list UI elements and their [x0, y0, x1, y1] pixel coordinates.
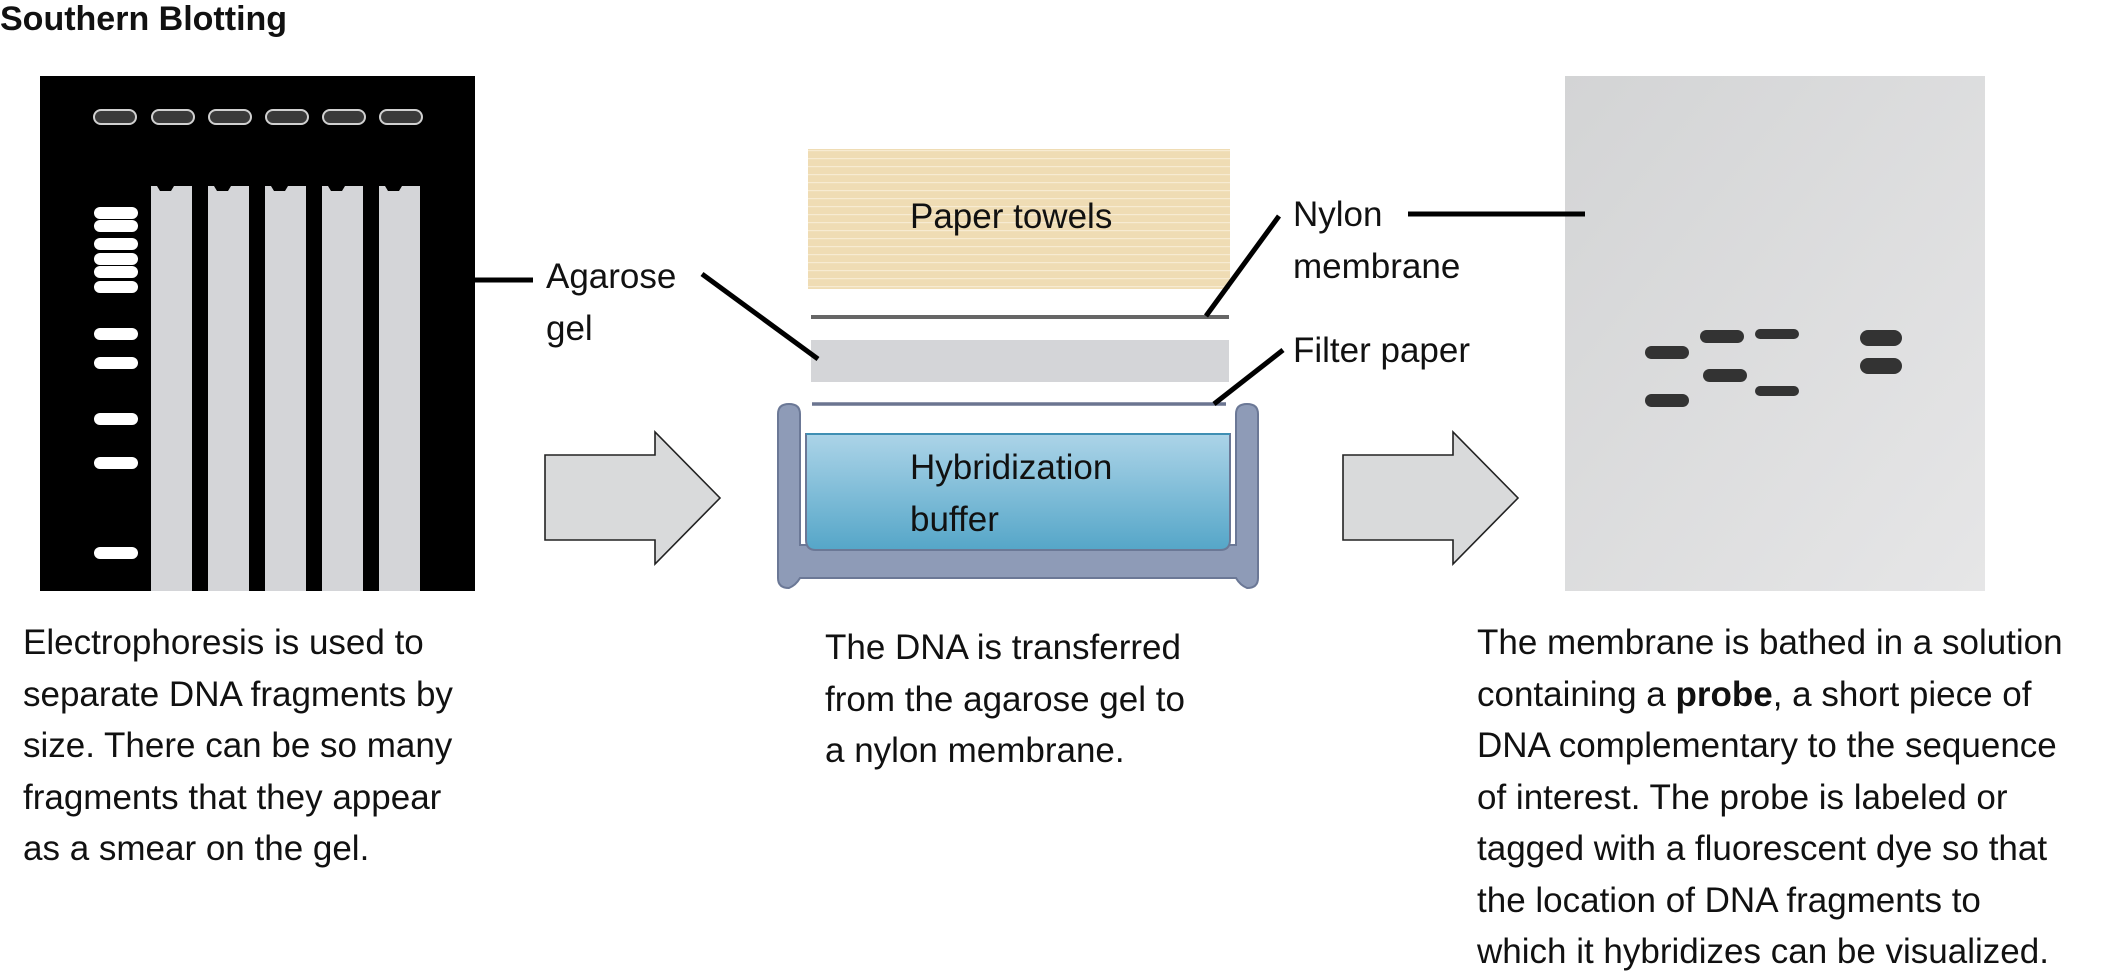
figure-title: Southern Blotting	[0, 0, 288, 38]
gel-well	[322, 109, 366, 125]
hybridization-buffer	[805, 433, 1231, 551]
buffer-tray	[777, 402, 1259, 590]
description-line: containing a probe, a short piece of	[1477, 669, 2063, 721]
description-line: separate DNA fragments by	[23, 674, 453, 714]
probe-band	[1755, 329, 1799, 339]
probe-term: probe	[1675, 674, 1773, 714]
description-line: a nylon membrane.	[825, 731, 1125, 770]
ladder-band	[94, 207, 138, 219]
arrow-right-icon	[1342, 430, 1520, 566]
probe-band	[1645, 394, 1689, 407]
probe-band	[1755, 386, 1799, 396]
hybridization-buffer-label: Hybridization buffer	[910, 442, 1112, 545]
description-line: Electrophoresis is used to	[23, 623, 424, 662]
gel-well	[208, 109, 252, 125]
gel-well	[379, 109, 423, 125]
gel-lane	[151, 186, 192, 591]
description-line: The membrane is bathed in a solution	[1477, 623, 2063, 662]
ladder-band	[94, 357, 138, 369]
ladder-band	[94, 547, 138, 559]
nylon-membrane-leader	[1203, 214, 1282, 318]
ladder-band	[94, 328, 138, 340]
probe-band	[1703, 369, 1747, 382]
nylon-membrane-label: Nylon membrane	[1293, 189, 1460, 292]
nylon-membrane-result	[1565, 76, 1985, 591]
hybridization-buffer-label-line: buffer	[910, 499, 999, 539]
gel-well	[265, 109, 309, 125]
gel-lane	[322, 186, 363, 591]
probe-band	[1645, 346, 1689, 359]
description-line: The DNA is transferred	[825, 628, 1181, 667]
agarose-gel-leader-right	[700, 271, 820, 362]
ladder-band	[94, 220, 138, 232]
gel-lanes	[151, 186, 420, 591]
filter-paper-label: Filter paper	[1293, 331, 1471, 370]
ladder-band	[94, 413, 138, 425]
gel-wells	[93, 109, 423, 125]
description-text: containing a	[1477, 674, 1676, 714]
gel-well	[151, 109, 195, 125]
arrow-right-icon	[544, 430, 722, 566]
gel-lane	[208, 186, 249, 591]
nylon-membrane-label-line: membrane	[1293, 246, 1461, 286]
paper-towels-label: Paper towels	[910, 197, 1113, 236]
nylon-membrane-label-line: Nylon	[1293, 195, 1383, 234]
probe-band	[1700, 330, 1744, 343]
probe-band	[1860, 358, 1902, 374]
transfer-apparatus	[777, 149, 1259, 590]
hybridization-buffer-label-line: Hybridization	[910, 448, 1113, 487]
agarose-gel-label-line: gel	[546, 308, 593, 348]
gel-well	[93, 109, 137, 125]
step2-description: The DNA is transferred from the agarose …	[825, 622, 1185, 777]
agarose-gel-label: Agarose gel	[546, 251, 676, 354]
description-line: fragments that they appear	[23, 777, 442, 817]
description-line: which it hybridizes can be visualized.	[1477, 932, 2049, 971]
description-text: , a short piece of	[1772, 674, 2032, 714]
gel-lane	[379, 186, 420, 591]
ladder-bands	[94, 207, 138, 559]
agarose-gel-label-line: Agarose	[546, 257, 677, 296]
paper-towels	[808, 149, 1230, 289]
step3-description: The membrane is bathed in a solution con…	[1477, 617, 2063, 978]
ladder-band	[94, 457, 138, 469]
ladder-band	[94, 238, 138, 250]
description-line: DNA complementary to the sequence	[1477, 726, 2057, 765]
probe-band	[1860, 330, 1902, 346]
step1-description: Electrophoresis is used to separate DNA …	[23, 617, 453, 875]
gel-lane	[265, 186, 306, 591]
description-line: tagged with a fluorescent dye so that	[1477, 829, 2048, 868]
description-line: from the agarose gel to	[825, 679, 1185, 719]
description-line: size. There can be so many	[23, 726, 453, 765]
ladder-band	[94, 253, 138, 265]
probe-bands	[1645, 329, 1902, 407]
filter-paper-leader	[1212, 348, 1285, 406]
description-line: the location of DNA fragments to	[1477, 880, 1981, 920]
description-line: of interest. The probe is labeled or	[1477, 777, 2008, 817]
agarose-gel	[40, 76, 475, 591]
ladder-band	[94, 281, 138, 293]
description-line: as a smear on the gel.	[23, 829, 370, 868]
agarose-gel-layer	[811, 340, 1229, 382]
ladder-band	[94, 266, 138, 278]
